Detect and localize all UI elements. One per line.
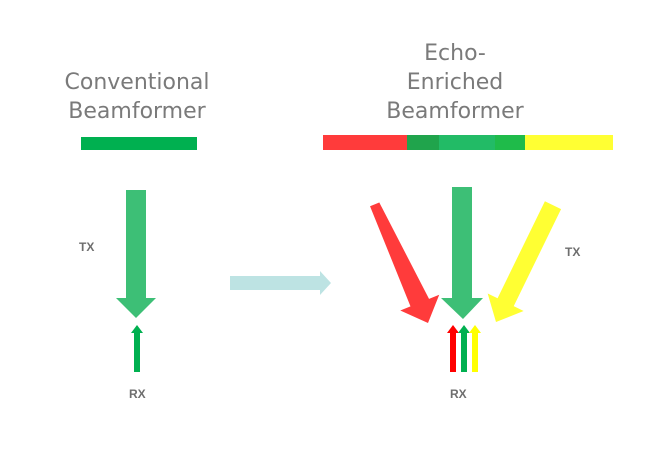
title-line: Beamformer (68, 99, 206, 124)
title-line: Beamformer (386, 99, 524, 124)
conventional-title: Conventional Beamformer (37, 68, 237, 126)
transition-arrow (230, 271, 331, 295)
title-line: Echo- (424, 41, 486, 66)
bar-segment-bright-green (495, 135, 525, 150)
bar-segment-yellow (525, 135, 613, 150)
conventional-beam-bar (81, 137, 197, 150)
rx-arrow-red (447, 325, 459, 372)
tx-arrow-yellow (487, 201, 562, 322)
rx-label-right: RX (450, 387, 467, 401)
tx-arrow (116, 190, 156, 318)
bar-segment-red (323, 135, 407, 150)
rx-arrow (131, 325, 143, 372)
tx-label-right: TX (565, 245, 581, 259)
bar-segment-green (439, 135, 495, 150)
title-line: Enriched (406, 70, 504, 95)
echo-enriched-beam-bar (323, 135, 613, 150)
rx-arrow-green (458, 325, 470, 372)
tx-arrow-red (370, 198, 440, 323)
echo-enriched-title: Echo- Enriched Beamformer (355, 39, 555, 126)
rx-label: RX (129, 387, 146, 401)
rx-arrow-yellow (469, 325, 481, 372)
title-line: Conventional (64, 70, 210, 95)
bar-segment-dark-green (407, 135, 439, 150)
tx-label: TX (79, 240, 95, 254)
tx-arrow-green (441, 187, 483, 319)
